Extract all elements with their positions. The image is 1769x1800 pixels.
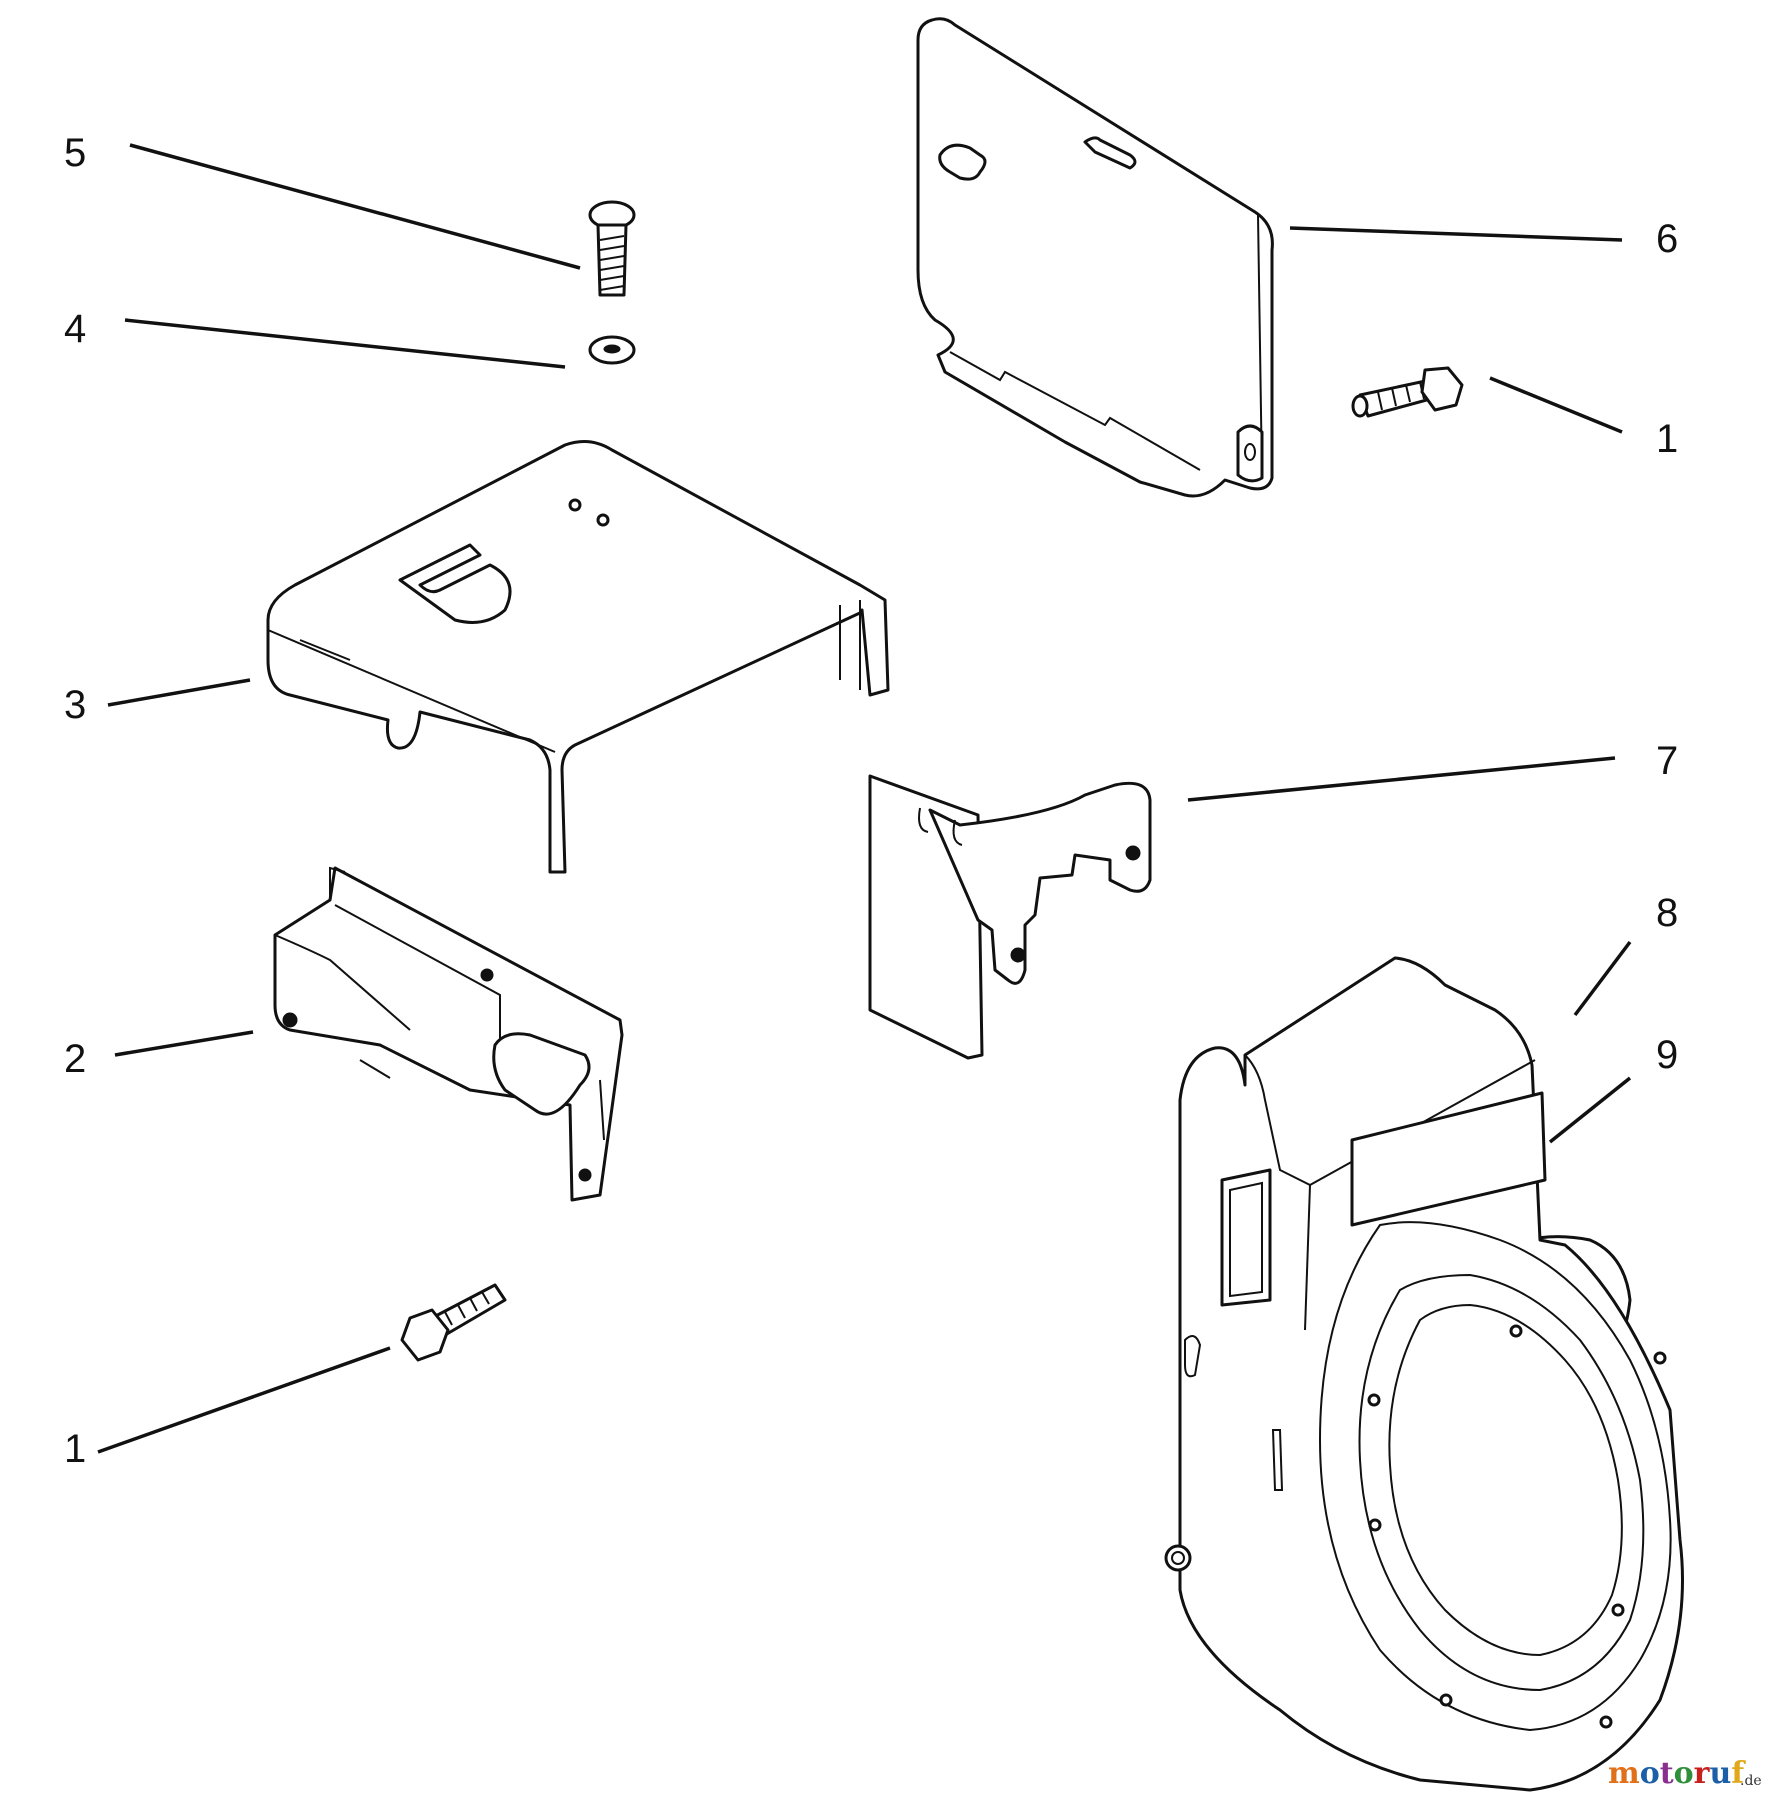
wm-m: m — [1608, 1756, 1640, 1791]
callout-3: 3 — [64, 683, 86, 727]
callout-8: 8 — [1656, 891, 1678, 935]
leader-4 — [124, 318, 566, 369]
callout-9: 9 — [1656, 1033, 1678, 1077]
wm-u: u — [1709, 1756, 1731, 1791]
wm-o: o — [1640, 1756, 1660, 1791]
callout-4: 4 — [64, 307, 86, 351]
leader-3 — [107, 678, 251, 707]
wm-r: r — [1694, 1756, 1711, 1791]
leader-9 — [1548, 1076, 1632, 1144]
part-6-plate — [916, 17, 1274, 498]
svg-text:motoruf: motoruf — [1608, 1756, 1746, 1791]
watermark-suffix: .de — [1740, 1773, 1762, 1789]
leader-5 — [129, 143, 581, 270]
callout-7: 7 — [1656, 739, 1678, 783]
callout-1-right: 1 — [1656, 417, 1678, 461]
callout-6: 6 — [1656, 217, 1678, 261]
callout-1-bottom: 1 — [64, 1427, 86, 1471]
leader-1-right — [1489, 376, 1623, 434]
part-1-bolt-bottom — [400, 1283, 507, 1362]
leader-1-bottom — [97, 1346, 391, 1454]
part-8-blower-housing — [1164, 956, 1684, 1792]
leader-7 — [1187, 756, 1616, 802]
callout-2: 2 — [64, 1037, 86, 1081]
wm-t: t — [1660, 1756, 1674, 1791]
part-5-screw — [588, 200, 636, 297]
part-2-bracket — [273, 866, 624, 1202]
leader-6 — [1289, 226, 1623, 242]
part-3-top-cover — [266, 439, 890, 874]
wm-f: f — [1731, 1756, 1746, 1791]
part-4-washer — [588, 335, 636, 365]
wm-o2: o — [1674, 1756, 1694, 1791]
part-1-bolt-right — [1351, 366, 1464, 418]
part-9-decal — [1350, 1091, 1547, 1227]
part-7-bracket — [868, 774, 1152, 1060]
leader-2 — [114, 1030, 254, 1057]
watermark-logo: motoruf .de — [1608, 1756, 1762, 1791]
leader-8 — [1573, 940, 1632, 1017]
callout-5: 5 — [64, 131, 86, 175]
